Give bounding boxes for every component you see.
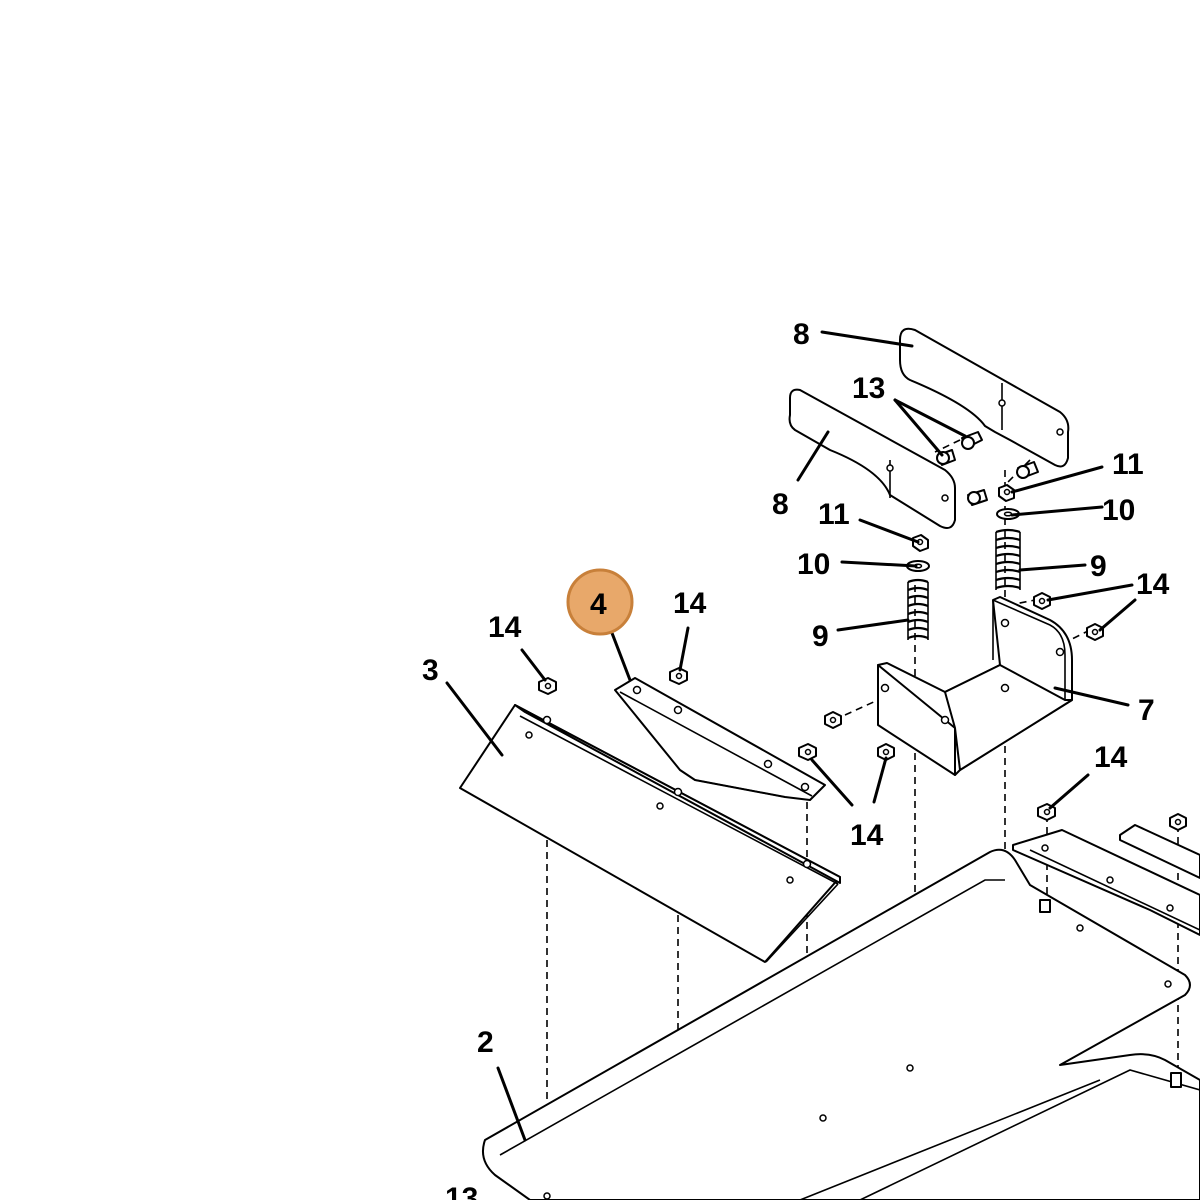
callout-part-9-right: 9 (1090, 550, 1107, 583)
part-9-springs (907, 528, 1021, 640)
callout-part-8-left: 8 (772, 488, 789, 521)
callout-part-2: 2 (477, 1026, 494, 1059)
callout-part-13-bottom: 13 (445, 1182, 478, 1200)
part-2-base-frame (482, 848, 1200, 1200)
callout-labels: 8 13 8 11 10 11 10 9 14 9 4 14 14 3 7 14… (422, 318, 1170, 1200)
part-3-angled-plate (459, 704, 841, 963)
part-8-side-plate-front (788, 388, 956, 529)
part-11-nuts (912, 484, 1015, 552)
leader-lines (445, 330, 1137, 1142)
part-13-bolts (936, 431, 1039, 506)
callout-part-10-left: 10 (797, 548, 830, 581)
callout-part-14-c: 14 (850, 819, 884, 852)
callout-part-13-top: 13 (852, 372, 885, 405)
callout-part-7: 7 (1138, 694, 1155, 727)
part-4-gusset-bracket (614, 677, 826, 801)
part-14-flange-nuts (538, 592, 1187, 831)
part-7-u-bracket (877, 596, 1073, 776)
callout-part-8-top: 8 (793, 318, 810, 351)
highlight-circle[interactable] (566, 568, 634, 636)
callout-part-14-e: 14 (1136, 568, 1170, 601)
callout-part-9-left: 9 (812, 620, 829, 653)
callout-part-4[interactable]: 4 (590, 588, 607, 621)
callout-part-14-b: 14 (673, 587, 707, 620)
callout-part-14-d: 14 (1094, 741, 1128, 774)
part-8-side-plate-rear (899, 327, 1070, 468)
callout-part-11-right: 11 (1112, 448, 1144, 481)
callout-part-14-a: 14 (488, 611, 522, 644)
callout-part-3: 3 (422, 654, 439, 687)
callout-part-10-right: 10 (1102, 494, 1135, 527)
callout-part-11-left: 11 (818, 498, 850, 531)
right-rail-brackets (1012, 824, 1200, 1088)
